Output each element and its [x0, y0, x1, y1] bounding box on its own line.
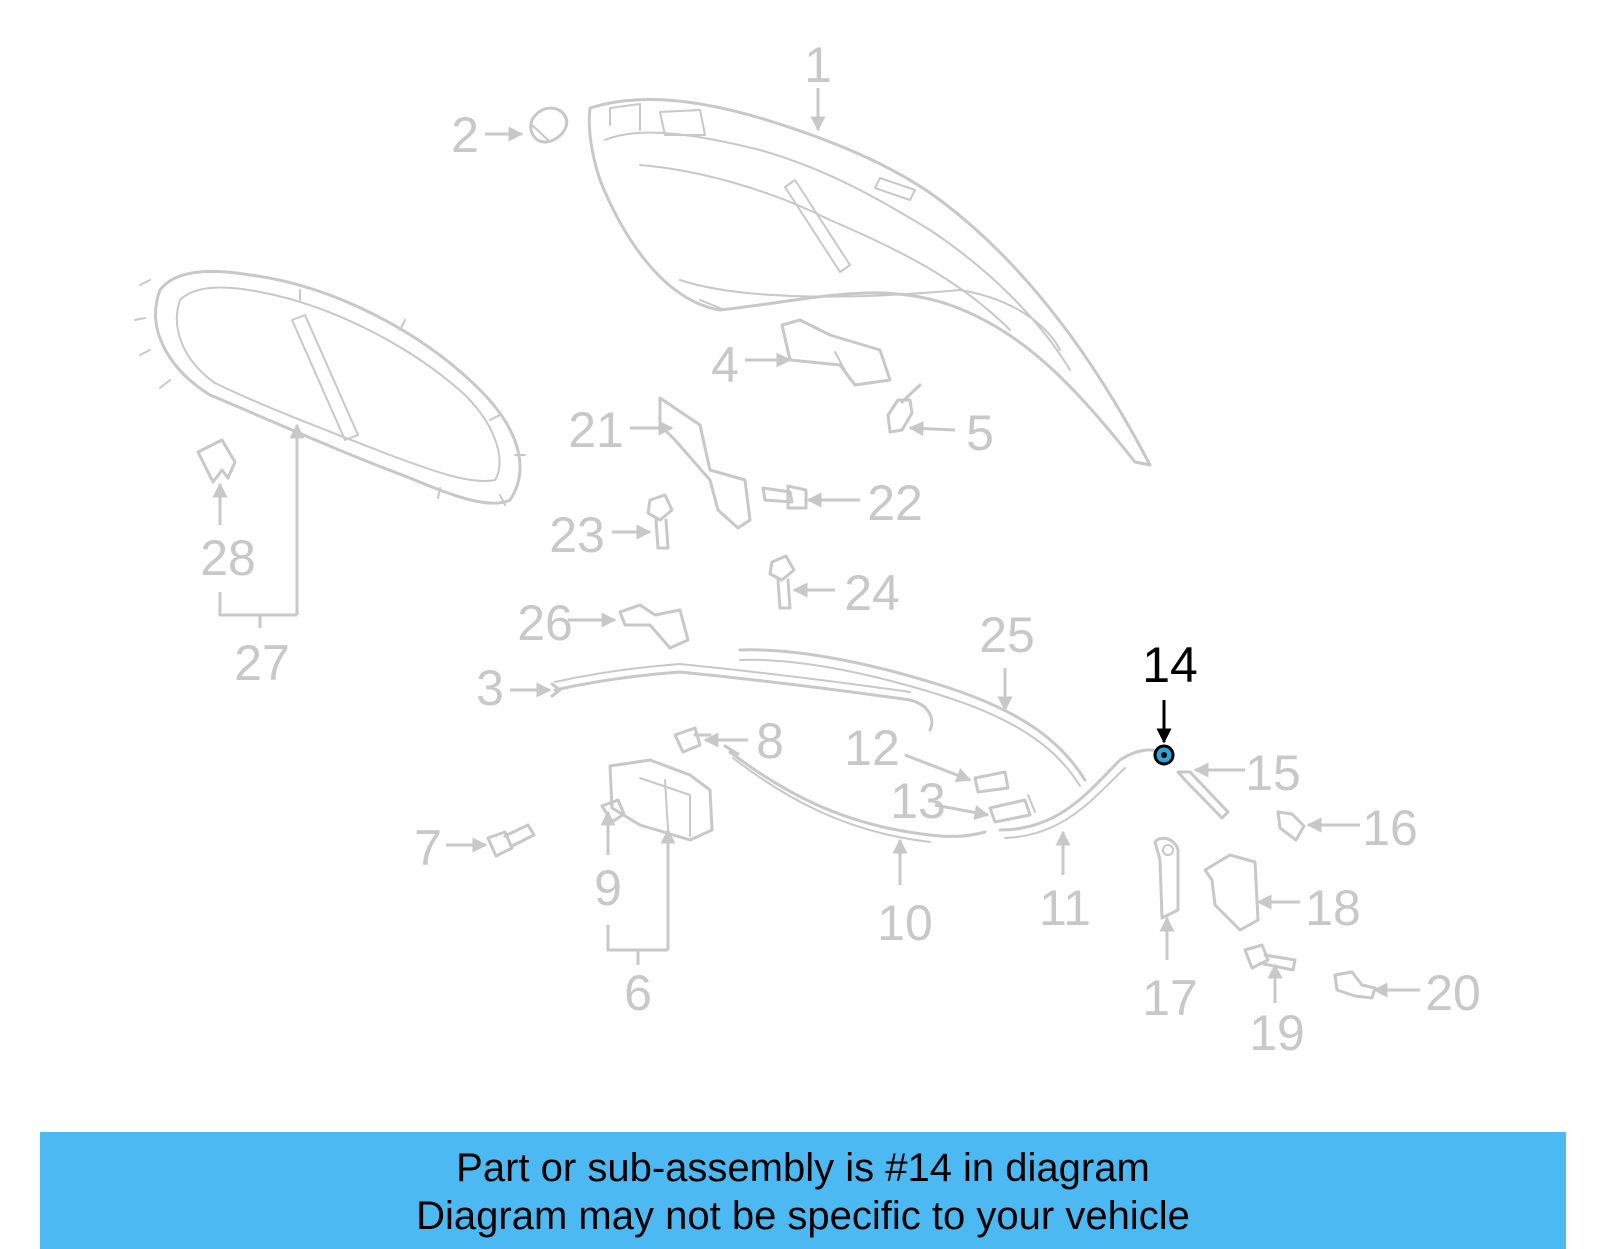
hood-latch-striker: [780, 318, 892, 387]
hood-panel: [587, 97, 1152, 467]
bolt-7: [486, 823, 536, 858]
callout-1: 1: [804, 37, 832, 93]
callout-12: 12: [844, 720, 900, 776]
hood-seal: [738, 648, 1087, 787]
callout-23: 23: [549, 507, 605, 563]
callout-5: 5: [966, 405, 994, 461]
cable-clip-13: [988, 794, 1036, 824]
release-cable-3: [550, 663, 934, 732]
callout-labels: 1 2 3 4 5 6 7 8 9 10 11 12 13 14 15 16 1…: [200, 37, 1481, 1061]
callout-10: 10: [877, 895, 933, 951]
callout-7: 7: [414, 820, 442, 876]
callout-16: 16: [1362, 800, 1418, 856]
release-cable-11: [998, 748, 1162, 839]
callout-21: 21: [568, 402, 624, 458]
prop-rod-17: [1153, 836, 1180, 920]
clip-16: [1276, 810, 1306, 842]
bolt-19: [1243, 943, 1297, 972]
callout-17: 17: [1142, 970, 1198, 1026]
callout-4: 4: [711, 337, 739, 393]
banner-line-part: Part or sub-assembly is #14 in diagram: [456, 1146, 1150, 1190]
bolt-5: [886, 383, 922, 434]
callout-24: 24: [844, 565, 900, 621]
cable-end-15: [1176, 770, 1230, 820]
info-banner: Part or sub-assembly is #14 in diagram D…: [40, 1132, 1566, 1249]
highlighted-part-14: [1153, 744, 1175, 766]
callout-14-highlighted: 14: [1142, 637, 1198, 693]
callout-18: 18: [1305, 880, 1361, 936]
callout-19: 19: [1249, 1005, 1305, 1061]
callout-28: 28: [200, 530, 256, 586]
callout-27: 27: [234, 635, 290, 691]
callout-25: 25: [979, 607, 1035, 663]
bolt-23: [646, 493, 674, 550]
bolt-8: [673, 726, 712, 754]
callout-26: 26: [517, 595, 573, 651]
callout-11: 11: [1039, 880, 1091, 936]
callout-22: 22: [867, 475, 923, 531]
callout-13: 13: [890, 773, 946, 829]
cable-clip-12: [973, 770, 1010, 794]
parts-diagram: 1 2 3 4 5 6 7 8 9 10 11 12 13 14 15 16 1…: [134, 37, 1481, 1061]
bolt-22: [761, 484, 808, 510]
release-cable-bracket: [618, 603, 690, 650]
callout-15: 15: [1245, 745, 1301, 801]
callout-2: 2: [451, 107, 479, 163]
callout-8: 8: [756, 713, 784, 769]
release-cable-10: [723, 744, 987, 843]
insulator-clip: [196, 438, 237, 484]
callout-6: 6: [624, 965, 652, 1021]
latch-clip-9: [600, 798, 626, 824]
clip-20: [1333, 970, 1377, 1000]
banner-line-disclaimer: Diagram may not be specific to your vehi…: [416, 1194, 1190, 1238]
hood-hinge: [658, 396, 752, 530]
bolt-24: [768, 554, 796, 610]
hood-latch: [608, 758, 714, 842]
callout-20: 20: [1425, 965, 1481, 1021]
release-handle-18: [1203, 853, 1260, 932]
leader-lines: [212, 88, 1420, 1003]
callout-3: 3: [476, 660, 504, 716]
hood-bumper: [529, 106, 569, 144]
callout-9: 9: [594, 860, 622, 916]
hood-insulator: [134, 269, 526, 506]
